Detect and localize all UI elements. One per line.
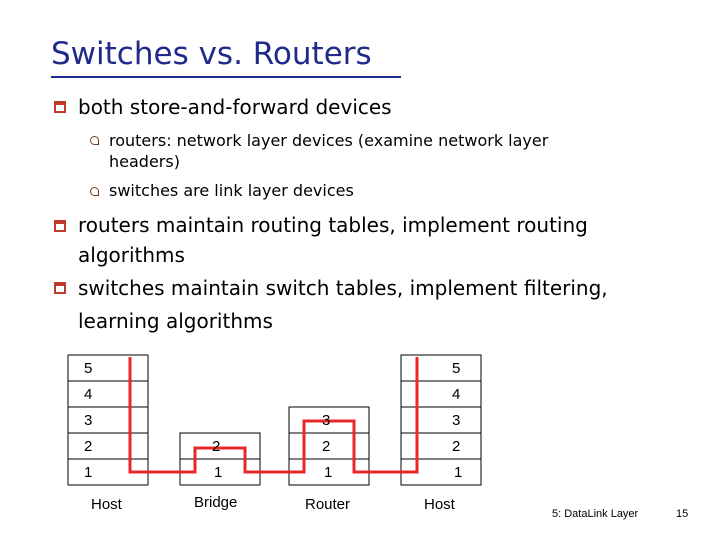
bullet-square-icon <box>54 101 66 113</box>
bullet-text: switches maintain switch tables, impleme… <box>78 276 608 300</box>
layer-label: 2 <box>212 438 220 455</box>
layer-label: 3 <box>452 412 460 429</box>
layer-label: 3 <box>84 412 92 429</box>
bullet-text-cont: algorithms <box>78 243 185 267</box>
bullet-square-icon <box>54 220 66 232</box>
bullet-text: routers maintain routing tables, impleme… <box>78 213 588 237</box>
device-label-host-left: Host <box>91 496 123 513</box>
sub-bullet-text: switches are link layer devices <box>109 181 354 200</box>
layer-label: 1 <box>324 464 332 481</box>
layer-label: 2 <box>322 438 330 455</box>
layer-label: 3 <box>322 412 330 429</box>
sub-bullet-text: routers: network layer devices (examine … <box>109 131 549 150</box>
device-label-router: Router <box>305 496 350 513</box>
bullet-square-icon <box>54 282 66 294</box>
layer-label: 2 <box>84 438 92 455</box>
sub-bullet-icon <box>90 136 99 145</box>
footer-chapter: 5: DataLink Layer <box>552 508 639 520</box>
layer-label: 5 <box>84 360 92 377</box>
host-left-stack <box>67 354 149 486</box>
layer-label: 1 <box>454 464 462 481</box>
layer-label: 2 <box>452 438 460 455</box>
bullet-text-cont: learning algorithms <box>78 309 273 333</box>
slide-title: Switches vs. Routers <box>51 36 372 72</box>
data-path-line <box>128 357 419 474</box>
device-label-bridge: Bridge <box>194 494 237 511</box>
bullet-text: both store-and-forward devices <box>78 95 392 119</box>
title-underline <box>51 76 401 78</box>
layer-label: 1 <box>84 464 92 481</box>
layer-label: 1 <box>214 464 222 481</box>
sub-bullet-icon <box>90 187 99 196</box>
host-right-stack <box>400 354 482 486</box>
footer-page-number: 15 <box>676 508 689 520</box>
layer-label: 5 <box>452 360 460 377</box>
sub-bullet-text-cont: headers) <box>109 152 180 171</box>
layer-label: 4 <box>452 386 460 403</box>
router-stack <box>288 406 370 486</box>
device-label-host-right: Host <box>424 496 456 513</box>
layer-label: 4 <box>84 386 92 403</box>
